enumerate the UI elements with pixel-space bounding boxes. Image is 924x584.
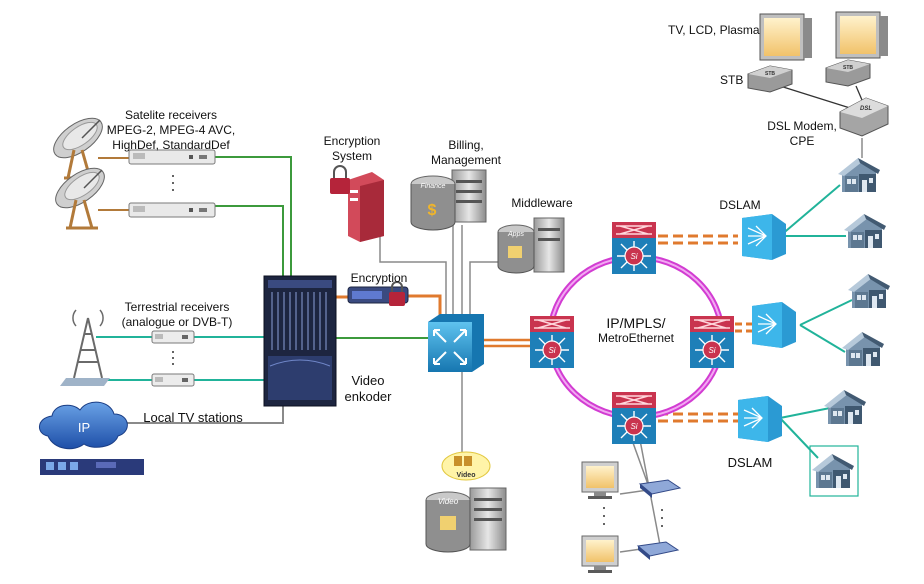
terrestrial-label-line-2: (analogue or DVB-T) (121, 315, 233, 329)
billing-label: Billing, Management (420, 138, 512, 168)
gray-link-middleware (469, 261, 500, 316)
dsl-box-label: DSL (860, 106, 872, 112)
ring-router-left (529, 315, 575, 369)
ip-equipment-icon (40, 459, 144, 475)
teal-link-house-3 (779, 407, 831, 459)
dslam-middle-icon (751, 301, 797, 349)
teal-link-house-2 (799, 299, 853, 353)
access-switch-icon (636, 541, 680, 560)
dash-link-dslam-2 (735, 322, 752, 333)
video-disk-label: Video (438, 497, 459, 506)
svg-text:$: $ (428, 202, 437, 219)
gray-link-encsys (379, 230, 447, 316)
satellite-label-line-3: HighDef, StandardDef (112, 138, 230, 152)
video-encoder-label-line-2: enkoder (344, 389, 392, 404)
dsl-modem-label: DSL Modem, CPE (762, 119, 842, 149)
ip-mpls-label-line-1: IP/MPLS/ (606, 315, 666, 331)
dsl-modem-icon: DSL (839, 97, 889, 137)
house-icon (838, 158, 880, 192)
terrestrial-label-line-1: Terrestrial receivers (124, 300, 230, 314)
terrestrial-receiver-2 (151, 373, 195, 387)
access-switch-icon (638, 479, 682, 498)
dsl-modem-label-line-1: DSL Modem, (767, 119, 837, 133)
tv-label: TV, LCD, Plasma (668, 23, 760, 37)
dslam-bottom-icon (737, 395, 783, 443)
stb-box-label: STB (765, 71, 775, 77)
ip-cloud-label: IP (78, 420, 90, 435)
house-icon (844, 214, 886, 248)
pc-monitor-icon (581, 535, 619, 574)
video-badge-label: Video (457, 472, 476, 479)
video-encoder-label: Video enkoder (336, 373, 400, 405)
ring-router-bottom (611, 391, 657, 445)
selected-house-frame (809, 445, 859, 497)
terrestrial-receiver-1 (151, 330, 195, 344)
connections (96, 85, 863, 553)
green-link-2 (215, 205, 284, 280)
satellite-label: Satelite receivers MPEG-2, MPEG-4 AVC, H… (100, 108, 242, 153)
billing-label-line-2: Management (430, 153, 502, 167)
satellite-dish-icon (55, 167, 105, 230)
encryption-label: Encryption (350, 271, 408, 285)
house-icon (824, 390, 866, 424)
encryption-system-label-line-1: Encryption (323, 134, 381, 148)
antenna-tower-icon (60, 309, 110, 386)
green-link-1 (215, 156, 292, 280)
finance-disk-label: Finance (421, 183, 446, 190)
dsl-modem-label-line-2: CPE (789, 134, 815, 148)
core-switch-icon (428, 314, 484, 372)
gray-link-stb-dsl (779, 85, 863, 109)
stb-label: STB (720, 73, 744, 87)
ring-router-top (611, 221, 657, 275)
gray-link-local (125, 405, 284, 424)
video-encoder-rack-icon (263, 275, 337, 407)
tv-monitor-icon (835, 11, 888, 59)
ip-cloud-icon: IP (39, 401, 128, 450)
dslam-bottom-label: DSLAM (727, 455, 773, 470)
encryption-system-label: Encryption System (312, 134, 392, 164)
ip-mpls-label: IP/MPLS/ MetroEthernet (586, 316, 686, 346)
stb-box-label-2: STB (843, 65, 853, 71)
stb-device-icon: STB (825, 59, 871, 87)
ring-router-right (689, 315, 735, 369)
teal-link-house-1 (779, 184, 846, 237)
satellite-section (53, 117, 216, 230)
stb-device-icon: STB (747, 65, 793, 93)
local-tv-label: Local TV stations (143, 410, 243, 425)
house-icon (842, 332, 884, 366)
video-badge-icon: Video (441, 451, 491, 481)
dash-link-dslam-3 (658, 412, 738, 423)
encryption-system-server-icon (348, 172, 384, 242)
terrestrial-section (60, 309, 195, 387)
pc-monitor-icon (581, 461, 619, 500)
ellipsis-dots (172, 175, 174, 191)
video-server-icon: Video (425, 487, 507, 553)
terrestrial-label: Terrestrial receivers (analogue or DVB-T… (112, 300, 242, 330)
satellite-label-line-2: MPEG-2, MPEG-4 AVC, (106, 123, 236, 137)
lock-icon (330, 165, 350, 194)
video-encoder-label-line-1: Video (351, 373, 385, 388)
lock-icon (389, 281, 405, 306)
billing-server-icon: Finance $ (410, 169, 487, 231)
encryption-system-label-line-2: System (331, 149, 372, 163)
orange-link-switch-ring (482, 338, 530, 348)
satellite-label-line-1: Satelite receivers (124, 108, 218, 122)
house-icon (812, 454, 854, 488)
dash-link-dslam-1 (658, 234, 738, 245)
ellipsis-dots (172, 351, 174, 365)
orange-link-encryption-switch (408, 294, 442, 318)
ip-mpls-label-line-2: MetroEthernet (597, 331, 675, 345)
satellite-receiver-2 (128, 202, 216, 218)
dslam-top-label: DSLAM (719, 198, 761, 212)
tv-monitor-icon (759, 13, 812, 61)
house-icon (848, 274, 890, 308)
gray-link-switch-pc (619, 489, 649, 553)
billing-label-line-1: Billing, (448, 138, 484, 152)
dslam-top-icon (741, 213, 787, 261)
middleware-label: Middleware (511, 196, 573, 210)
apps-disk-label: Apps (507, 231, 524, 238)
ellipsis-dots (603, 507, 663, 527)
middleware-server-icon: Apps (497, 217, 565, 274)
